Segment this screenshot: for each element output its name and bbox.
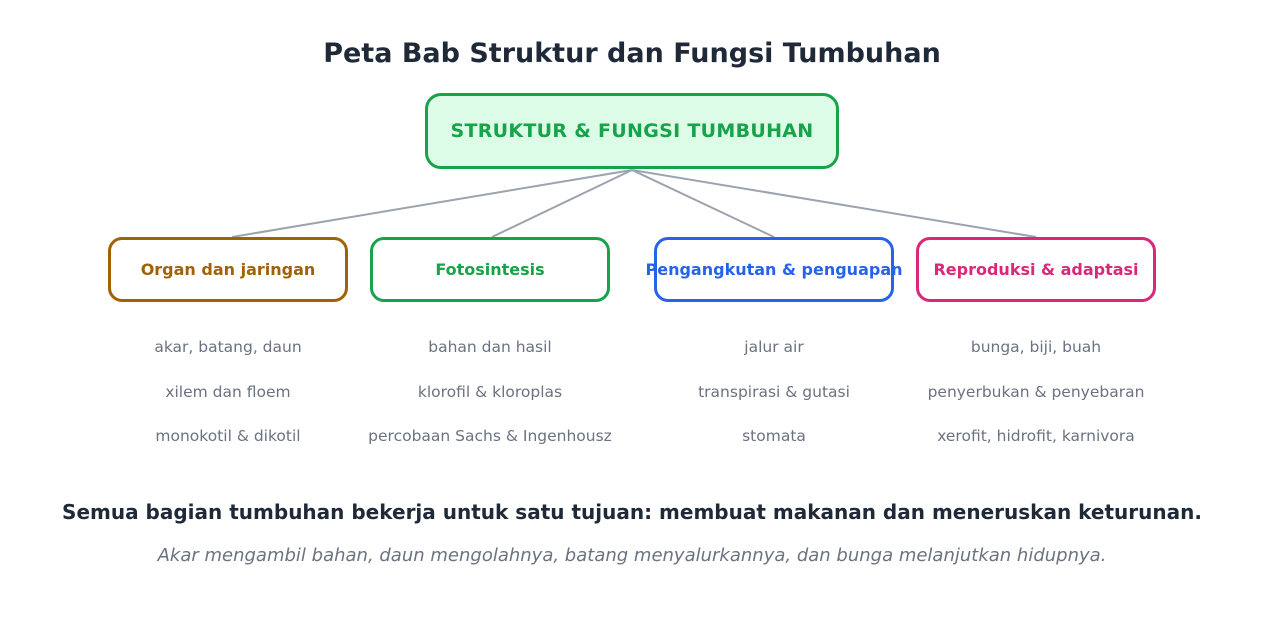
connector-line-organ (231, 169, 633, 238)
leaf-item: percobaan Sachs & Ingenhousz (368, 427, 612, 445)
branch-node-organ: Organ dan jaringan (108, 237, 348, 302)
branch-label-organ: Organ dan jaringan (140, 260, 316, 279)
summary-text: Semua bagian tumbuhan bekerja untuk satu… (62, 500, 1202, 524)
leaf-item: xilem dan floem (165, 382, 291, 401)
leaf-item: akar, batang, daun (154, 338, 302, 356)
leaf-item: bunga, biji, buah (970, 338, 1102, 356)
branch-label-reproduksi: Reproduksi & adaptasi (933, 260, 1139, 279)
leaf-list-organ: akar, batang, daun xilem dan floem monok… (78, 336, 378, 470)
leaf-item: stomata (742, 427, 806, 445)
subsummary-text: Akar mengambil bahan, daun mengolahnya, … (157, 545, 1107, 566)
root-node: STRUKTUR & FUNGSI TUMBUHAN (425, 93, 839, 169)
leaf-item: xerofit, hidrofit, karnivora (937, 427, 1135, 445)
branch-label-fotosintesis: Fotosintesis (435, 260, 545, 279)
leaf-item: penyerbukan & penyebaran (927, 382, 1145, 401)
leaf-item: jalur air (744, 338, 804, 356)
leaf-item: monokotil & dikotil (155, 427, 301, 445)
leaf-item: klorofil & kloroplas (417, 382, 563, 401)
branch-node-pengangkutan: Pengangkutan & penguapan (646, 237, 903, 302)
leaf-list-pengangkutan: jalur air transpirasi & gutasi stomata (624, 336, 924, 470)
leaf-item: transpirasi & gutasi (698, 382, 850, 401)
branch-node-reproduksi: Reproduksi & adaptasi (916, 237, 1156, 302)
connector-line-reproduksi (631, 169, 1037, 238)
connector-line-pengangkutan (631, 169, 775, 238)
leaf-list-reproduksi: bunga, biji, buah penyerbukan & penyebar… (886, 336, 1186, 470)
branch-node-fotosintesis: Fotosintesis (370, 237, 610, 302)
connector-line-fotosintesis (491, 169, 633, 238)
leaf-item: bahan dan hasil (428, 338, 552, 356)
page-title: Peta Bab Struktur dan Fungsi Tumbuhan (323, 38, 941, 69)
leaf-list-fotosintesis: bahan dan hasil klorofil & kloroplas per… (340, 336, 640, 470)
branch-label-pengangkutan: Pengangkutan & penguapan (645, 260, 903, 279)
